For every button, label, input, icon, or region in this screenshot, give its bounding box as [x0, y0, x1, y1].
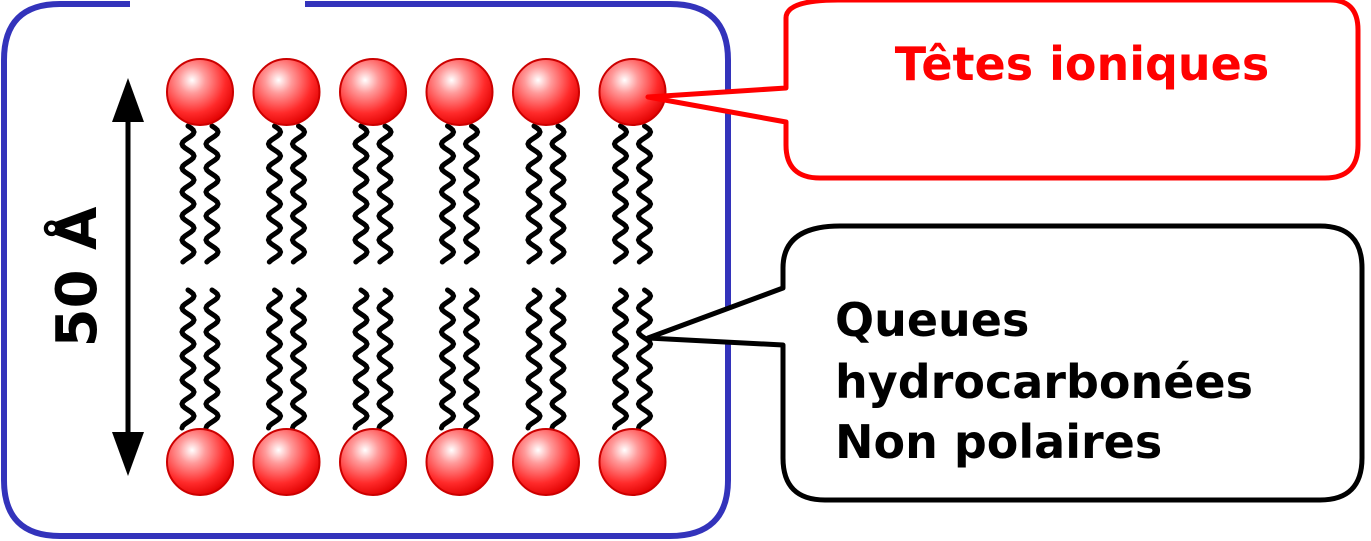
lower-tail	[549, 287, 567, 431]
ionic-head-bottom	[166, 428, 234, 496]
ionic-head-bottom	[252, 428, 321, 496]
lower-tail	[635, 287, 654, 431]
lower-tail	[289, 287, 308, 431]
ionic-head-bottom	[339, 428, 407, 496]
ionic-head-top	[339, 58, 407, 126]
ionic-head-bottom	[598, 428, 667, 496]
ionic-head-top	[425, 58, 494, 126]
upper-tail	[289, 123, 308, 265]
tails-label-line1: Queues	[835, 293, 1029, 347]
upper-tail	[549, 123, 567, 265]
lower-tail	[179, 287, 197, 431]
scale-label: 50 Å	[44, 206, 110, 347]
ionic-head-top	[166, 58, 234, 126]
ionic-head-top	[512, 58, 580, 126]
molecule-grid	[166, 58, 667, 496]
lower-tail	[203, 287, 221, 431]
tails-callout-bubble	[645, 223, 1365, 503]
upper-tail	[438, 123, 457, 265]
tails-label-line2: hydrocarbonées	[835, 355, 1253, 409]
upper-tail	[635, 123, 654, 265]
thickness-arrow	[112, 78, 144, 476]
ionic-head-bottom	[512, 428, 580, 496]
lower-tail	[525, 287, 543, 431]
heads-label: Têtes ioniques	[895, 37, 1270, 91]
upper-tail	[462, 123, 481, 265]
upper-tail	[611, 123, 630, 265]
heads-callout: Têtes ioniques	[645, 0, 1361, 181]
lower-tail	[462, 287, 481, 431]
tails-callout: Queues hydrocarbonées Non polaires	[645, 223, 1365, 503]
upper-tail	[265, 123, 284, 265]
lower-tail	[352, 287, 370, 431]
ionic-head-bottom	[425, 428, 494, 496]
lower-tail	[265, 287, 284, 431]
upper-tail	[376, 123, 394, 265]
tails-label-line3: Non polaires	[835, 415, 1162, 469]
lower-tail	[611, 287, 630, 431]
lower-tail	[438, 287, 457, 431]
ionic-head-top	[252, 58, 321, 126]
ionic-head-top	[598, 58, 667, 126]
upper-tail	[203, 123, 221, 265]
heads-callout-bubble	[645, 0, 1361, 181]
upper-tail	[179, 123, 197, 265]
bilayer-frame	[1, 0, 731, 539]
lower-tail	[376, 287, 394, 431]
upper-tail	[525, 123, 543, 265]
upper-tail	[352, 123, 370, 265]
